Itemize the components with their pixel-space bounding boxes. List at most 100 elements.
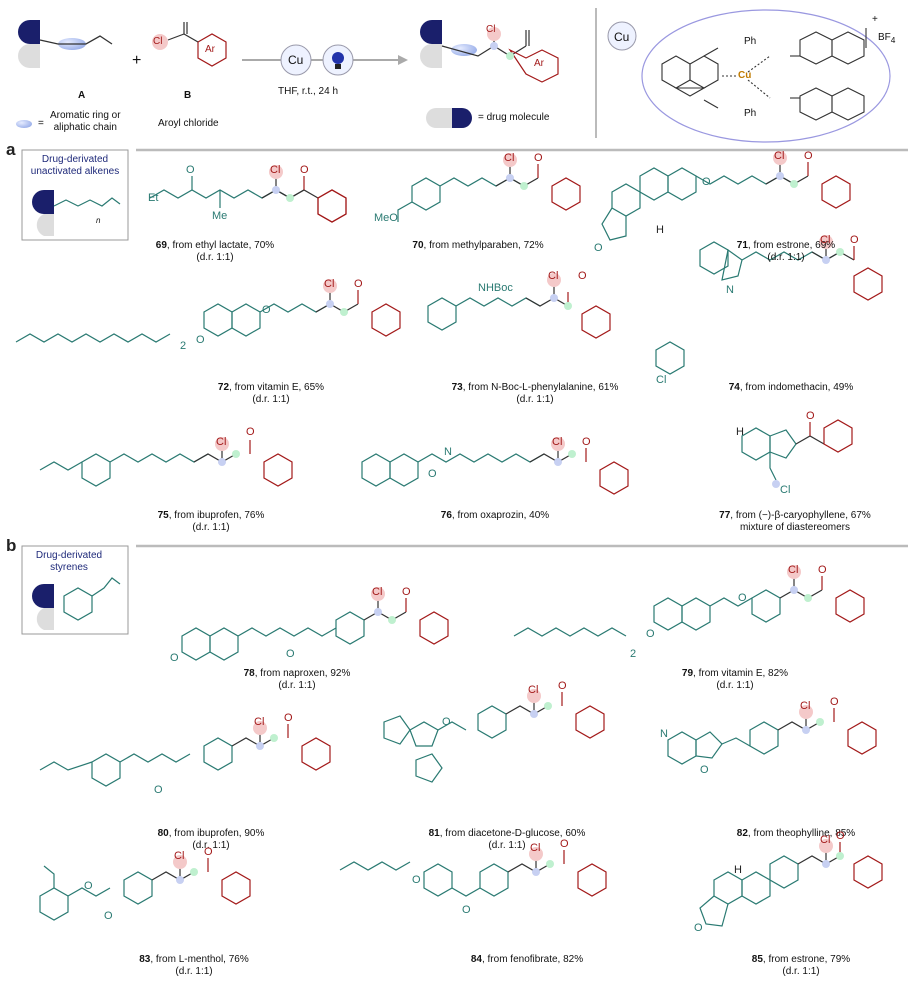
cl-83: Cl xyxy=(174,850,185,862)
o3-83: O xyxy=(104,910,113,922)
light-bulb-icon xyxy=(332,52,344,69)
cl-73: Cl xyxy=(548,270,559,282)
o-83: O xyxy=(204,846,213,858)
o-80: O xyxy=(284,712,293,724)
section-b-box-title: Drug-derivated styrenes xyxy=(35,550,103,573)
bf4-counterion: BF4 xyxy=(878,32,896,45)
n-74: N xyxy=(726,284,734,296)
cl-82: Cl xyxy=(800,700,811,712)
product-ar: Ar xyxy=(534,58,544,69)
n-subscript: n xyxy=(96,216,101,225)
o2-83: O xyxy=(84,880,93,892)
cl-70: Cl xyxy=(504,152,515,164)
o-81: O xyxy=(558,680,567,692)
cu-center: Cu xyxy=(738,70,752,81)
ph-1: Ph xyxy=(744,36,757,47)
o-72: O xyxy=(354,278,363,290)
cl2-74: Cl xyxy=(656,374,667,386)
cl-74: Cl xyxy=(820,234,831,246)
section-b-structures xyxy=(39,576,883,927)
cl-atom: Cl xyxy=(153,36,163,47)
compound-73-caption: 73, from N-Boc-L-phenylalanine, 61%(d.r.… xyxy=(451,382,619,405)
o-77: O xyxy=(806,410,815,422)
o2-76: O xyxy=(428,468,437,480)
compound-69-caption: 69, from ethyl lactate, 70%(d.r. 1:1) xyxy=(155,240,275,263)
o-70: O xyxy=(534,152,543,164)
o-78: O xyxy=(402,586,411,598)
o-79: O xyxy=(818,564,827,576)
compound-72-caption: 72, from vitamin E, 65%(d.r. 1:1) xyxy=(217,382,325,405)
h-77: H xyxy=(736,426,744,438)
cl-76: Cl xyxy=(552,436,563,448)
o3-72: O xyxy=(262,304,271,316)
plus-sign: + xyxy=(132,52,142,69)
compound-70-caption: 70, from methylparaben, 72% xyxy=(412,240,544,251)
compound-77-caption: 77, from (−)-β-caryophyllene, 67%mixture… xyxy=(719,510,871,533)
o-75: O xyxy=(246,426,255,438)
o-71: O xyxy=(804,150,813,162)
compound-71-caption: 71, from estrone, 69%(d.r. 1:1) xyxy=(736,240,836,263)
o2-82: O xyxy=(700,764,709,776)
compound-75-caption: 75, from ibuprofen, 76%(d.r. 1:1) xyxy=(157,510,265,533)
cl-69: Cl xyxy=(270,164,281,176)
h-71: H xyxy=(656,224,664,236)
o2-71: O xyxy=(702,176,711,188)
section-a-box-title: Drug-derivated unactivated alkenes xyxy=(30,154,120,177)
o2-81: O xyxy=(442,716,451,728)
compound-78-caption: 78, from naproxen, 92%(d.r. 1:1) xyxy=(243,668,351,691)
cl-85: Cl xyxy=(820,834,831,846)
compound-84-caption: 84, from fenofibrate, 82% xyxy=(470,954,584,965)
section-a-letter: a xyxy=(6,140,16,159)
o-74: O xyxy=(850,234,859,246)
o3-78: O xyxy=(286,648,295,660)
me-69: Me xyxy=(212,210,228,222)
drug-legend: = drug molecule xyxy=(478,112,550,123)
eq-sign: = xyxy=(38,118,44,129)
o-69: O xyxy=(300,164,309,176)
cl-78: Cl xyxy=(372,586,383,598)
o3-79: O xyxy=(738,592,747,604)
o2-72: O xyxy=(196,334,205,346)
drug-molecule-icon xyxy=(18,20,40,68)
cu-label: Cu xyxy=(288,53,304,67)
catalyst-cu-icon-label: Cu xyxy=(614,30,630,44)
o-82: O xyxy=(830,696,839,708)
cl-80: Cl xyxy=(254,716,265,728)
compound-79-caption: 79, from vitamin E, 82%(d.r. 1:1) xyxy=(681,668,789,691)
compound-85-caption: 85, from estrone, 79%(d.r. 1:1) xyxy=(751,954,851,977)
o-84: O xyxy=(560,838,569,850)
o-85: O xyxy=(836,830,845,842)
nhboc-73: NHBoc xyxy=(478,282,513,294)
ar-label: Ar xyxy=(205,44,215,55)
compound-76-caption: 76, from oxaprozin, 40% xyxy=(440,510,550,521)
o3-84: O xyxy=(462,904,471,916)
o2-80: O xyxy=(154,784,163,796)
compound-82-caption: 82, from theophylline, 85% xyxy=(736,828,856,839)
meo-70: MeO xyxy=(374,212,398,224)
compound-74-caption: 74, from indomethacin, 49% xyxy=(728,382,854,393)
product-drug-icon xyxy=(420,20,442,68)
o-76: O xyxy=(582,436,591,448)
two-79: 2 xyxy=(630,648,637,660)
label-a: A xyxy=(78,90,86,101)
n-76: N xyxy=(444,446,452,458)
conditions: THF, r.t., 24 h xyxy=(278,86,339,97)
compound-80-caption: 80, from ibuprofen, 90%(d.r. 1:1) xyxy=(157,828,265,851)
plus-charge: + xyxy=(872,14,878,25)
catalyst-structure xyxy=(661,28,867,121)
cl-75: Cl xyxy=(216,436,227,448)
o1-69: O xyxy=(186,164,195,176)
cl-72: Cl xyxy=(324,278,335,290)
product-cl: Cl xyxy=(486,24,496,35)
et-69: Et xyxy=(148,192,159,204)
aroyl-label: Aroyl chloride xyxy=(158,118,219,129)
highlight-dots xyxy=(173,151,844,884)
o3-71: O xyxy=(594,242,603,254)
o2-84: O xyxy=(412,874,421,886)
section-a-structures xyxy=(15,162,883,495)
ph-2: Ph xyxy=(744,108,757,119)
cl-77: Cl xyxy=(780,484,791,496)
compound-81-caption: 81, from diacetone-D-glucose, 60%(d.r. 1… xyxy=(428,828,586,851)
two-72: 2 xyxy=(180,340,187,352)
